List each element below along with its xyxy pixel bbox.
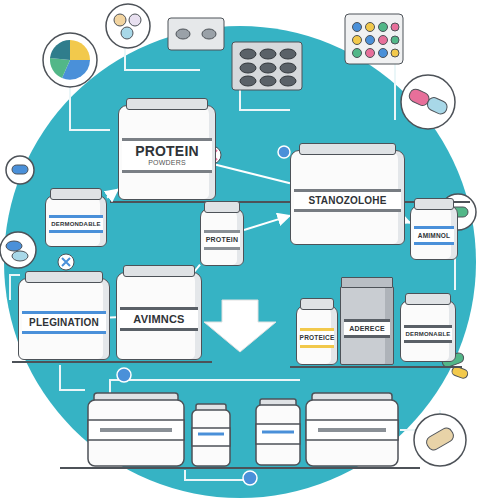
- product-name: PROTEICE: [300, 334, 335, 341]
- jar-label: PROTEIN: [204, 230, 240, 250]
- jar-label: ADERECE: [344, 319, 390, 339]
- product-name: DERMONABLE: [406, 331, 451, 338]
- dot-marker: [243, 471, 257, 485]
- pill-icon: [0, 232, 36, 268]
- jar-label: AVIMNCS: [120, 307, 198, 331]
- x-marker: [58, 254, 74, 270]
- jar-label: DERMONABLE: [404, 325, 452, 344]
- jar-label: AMIMNOL: [414, 226, 454, 245]
- bottom-jars: [60, 393, 420, 468]
- down-arrow: [204, 300, 276, 352]
- decor-wires: [10, 45, 455, 480]
- product-name: DERMONDABLE: [51, 221, 101, 228]
- dot-marker: [117, 368, 131, 382]
- supplement-jar: DERMONABLE: [400, 300, 456, 362]
- pie-icon: [43, 33, 97, 87]
- supplement-jar: AMIMNOL: [410, 205, 458, 260]
- product-name: AVIMNCS: [133, 313, 184, 325]
- blister-pack: [168, 18, 302, 90]
- flow-connector: [107, 189, 118, 197]
- supplement-jar: PROTEICE: [296, 305, 338, 365]
- product-subtitle: POWDERS: [148, 159, 186, 167]
- pill-icon: [106, 4, 150, 48]
- flow-connector: [216, 165, 290, 183]
- flow-connector: [244, 216, 290, 230]
- jar-label: PROTEINPOWDERS: [122, 138, 212, 173]
- product-name: ADERECE: [349, 325, 385, 333]
- jar-label: STANOZOLOHE: [294, 189, 401, 212]
- supplement-carton: ADERECE: [340, 286, 394, 365]
- supplement-jar: PLEGINATION: [18, 278, 110, 360]
- jar-label: PLEGINATION: [22, 311, 106, 334]
- jar-label: PROTEICE: [300, 328, 334, 347]
- supplement-jar: DERMONDABLE: [45, 195, 107, 247]
- product-name: PLEGINATION: [29, 317, 99, 328]
- dot-marker: [278, 146, 290, 158]
- product-name: PROTEIN: [206, 236, 239, 244]
- pill-icon: [6, 156, 34, 184]
- supplement-jar: PROTEINPOWDERS: [118, 105, 216, 200]
- product-name: PROTEIN: [135, 144, 199, 159]
- product-name: STANOZOLOHE: [308, 195, 386, 206]
- supplement-jar: STANOZOLOHE: [290, 150, 405, 245]
- capsule-icon: [401, 75, 455, 129]
- color-blister: [345, 14, 403, 64]
- product-name: AMIMNOL: [418, 232, 450, 239]
- bottle-icon: [414, 414, 466, 466]
- supplement-jar: AVIMNCS: [116, 272, 202, 360]
- supplement-jar: PROTEIN: [200, 208, 244, 266]
- teal-backdrop: [4, 26, 476, 498]
- jar-label: DERMONDABLE: [49, 215, 103, 234]
